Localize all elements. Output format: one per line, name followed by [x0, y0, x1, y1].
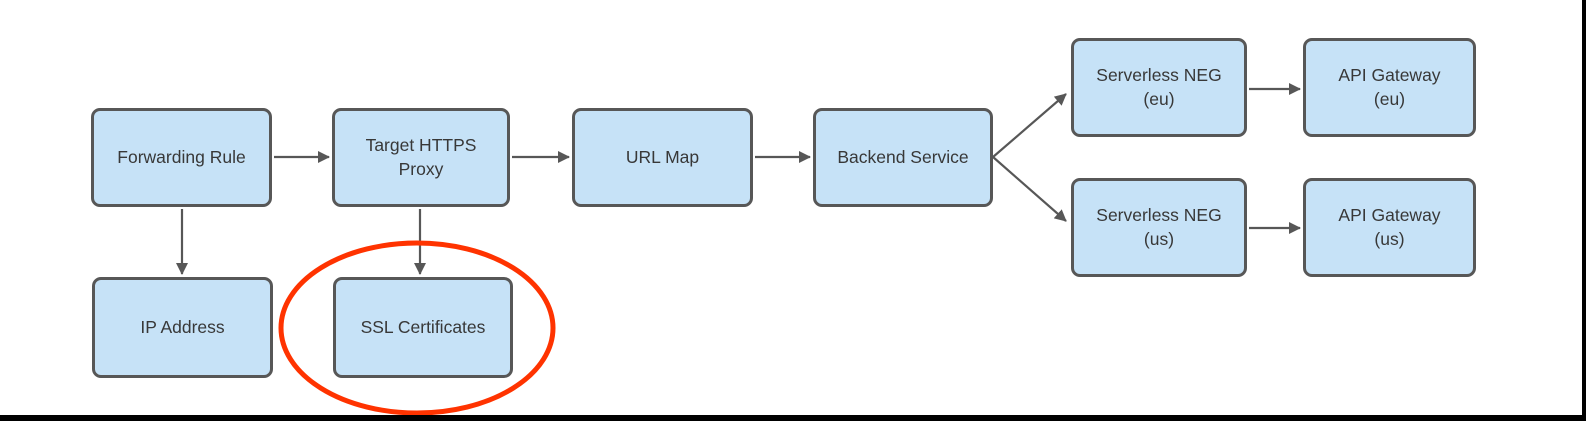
node-url-map: URL Map	[572, 108, 753, 207]
node-api-gateway-us: API Gateway (us)	[1303, 178, 1476, 277]
node-serverless-neg-eu: Serverless NEG (eu)	[1071, 38, 1247, 137]
node-target-https-proxy: Target HTTPS Proxy	[332, 108, 510, 207]
page-edge-bottom	[0, 415, 1586, 421]
node-backend-service: Backend Service	[813, 108, 993, 207]
edge-backend-service-to-serverless-neg-us	[992, 156, 1067, 222]
node-ip-address: IP Address	[92, 277, 273, 378]
page-edge-right	[1582, 0, 1586, 421]
node-forwarding-rule: Forwarding Rule	[91, 108, 272, 207]
node-ssl-certificates: SSL Certificates	[333, 277, 513, 378]
edge-backend-service-to-serverless-neg-eu	[992, 93, 1067, 158]
node-serverless-neg-us: Serverless NEG (us)	[1071, 178, 1247, 277]
node-api-gateway-eu: API Gateway (eu)	[1303, 38, 1476, 137]
